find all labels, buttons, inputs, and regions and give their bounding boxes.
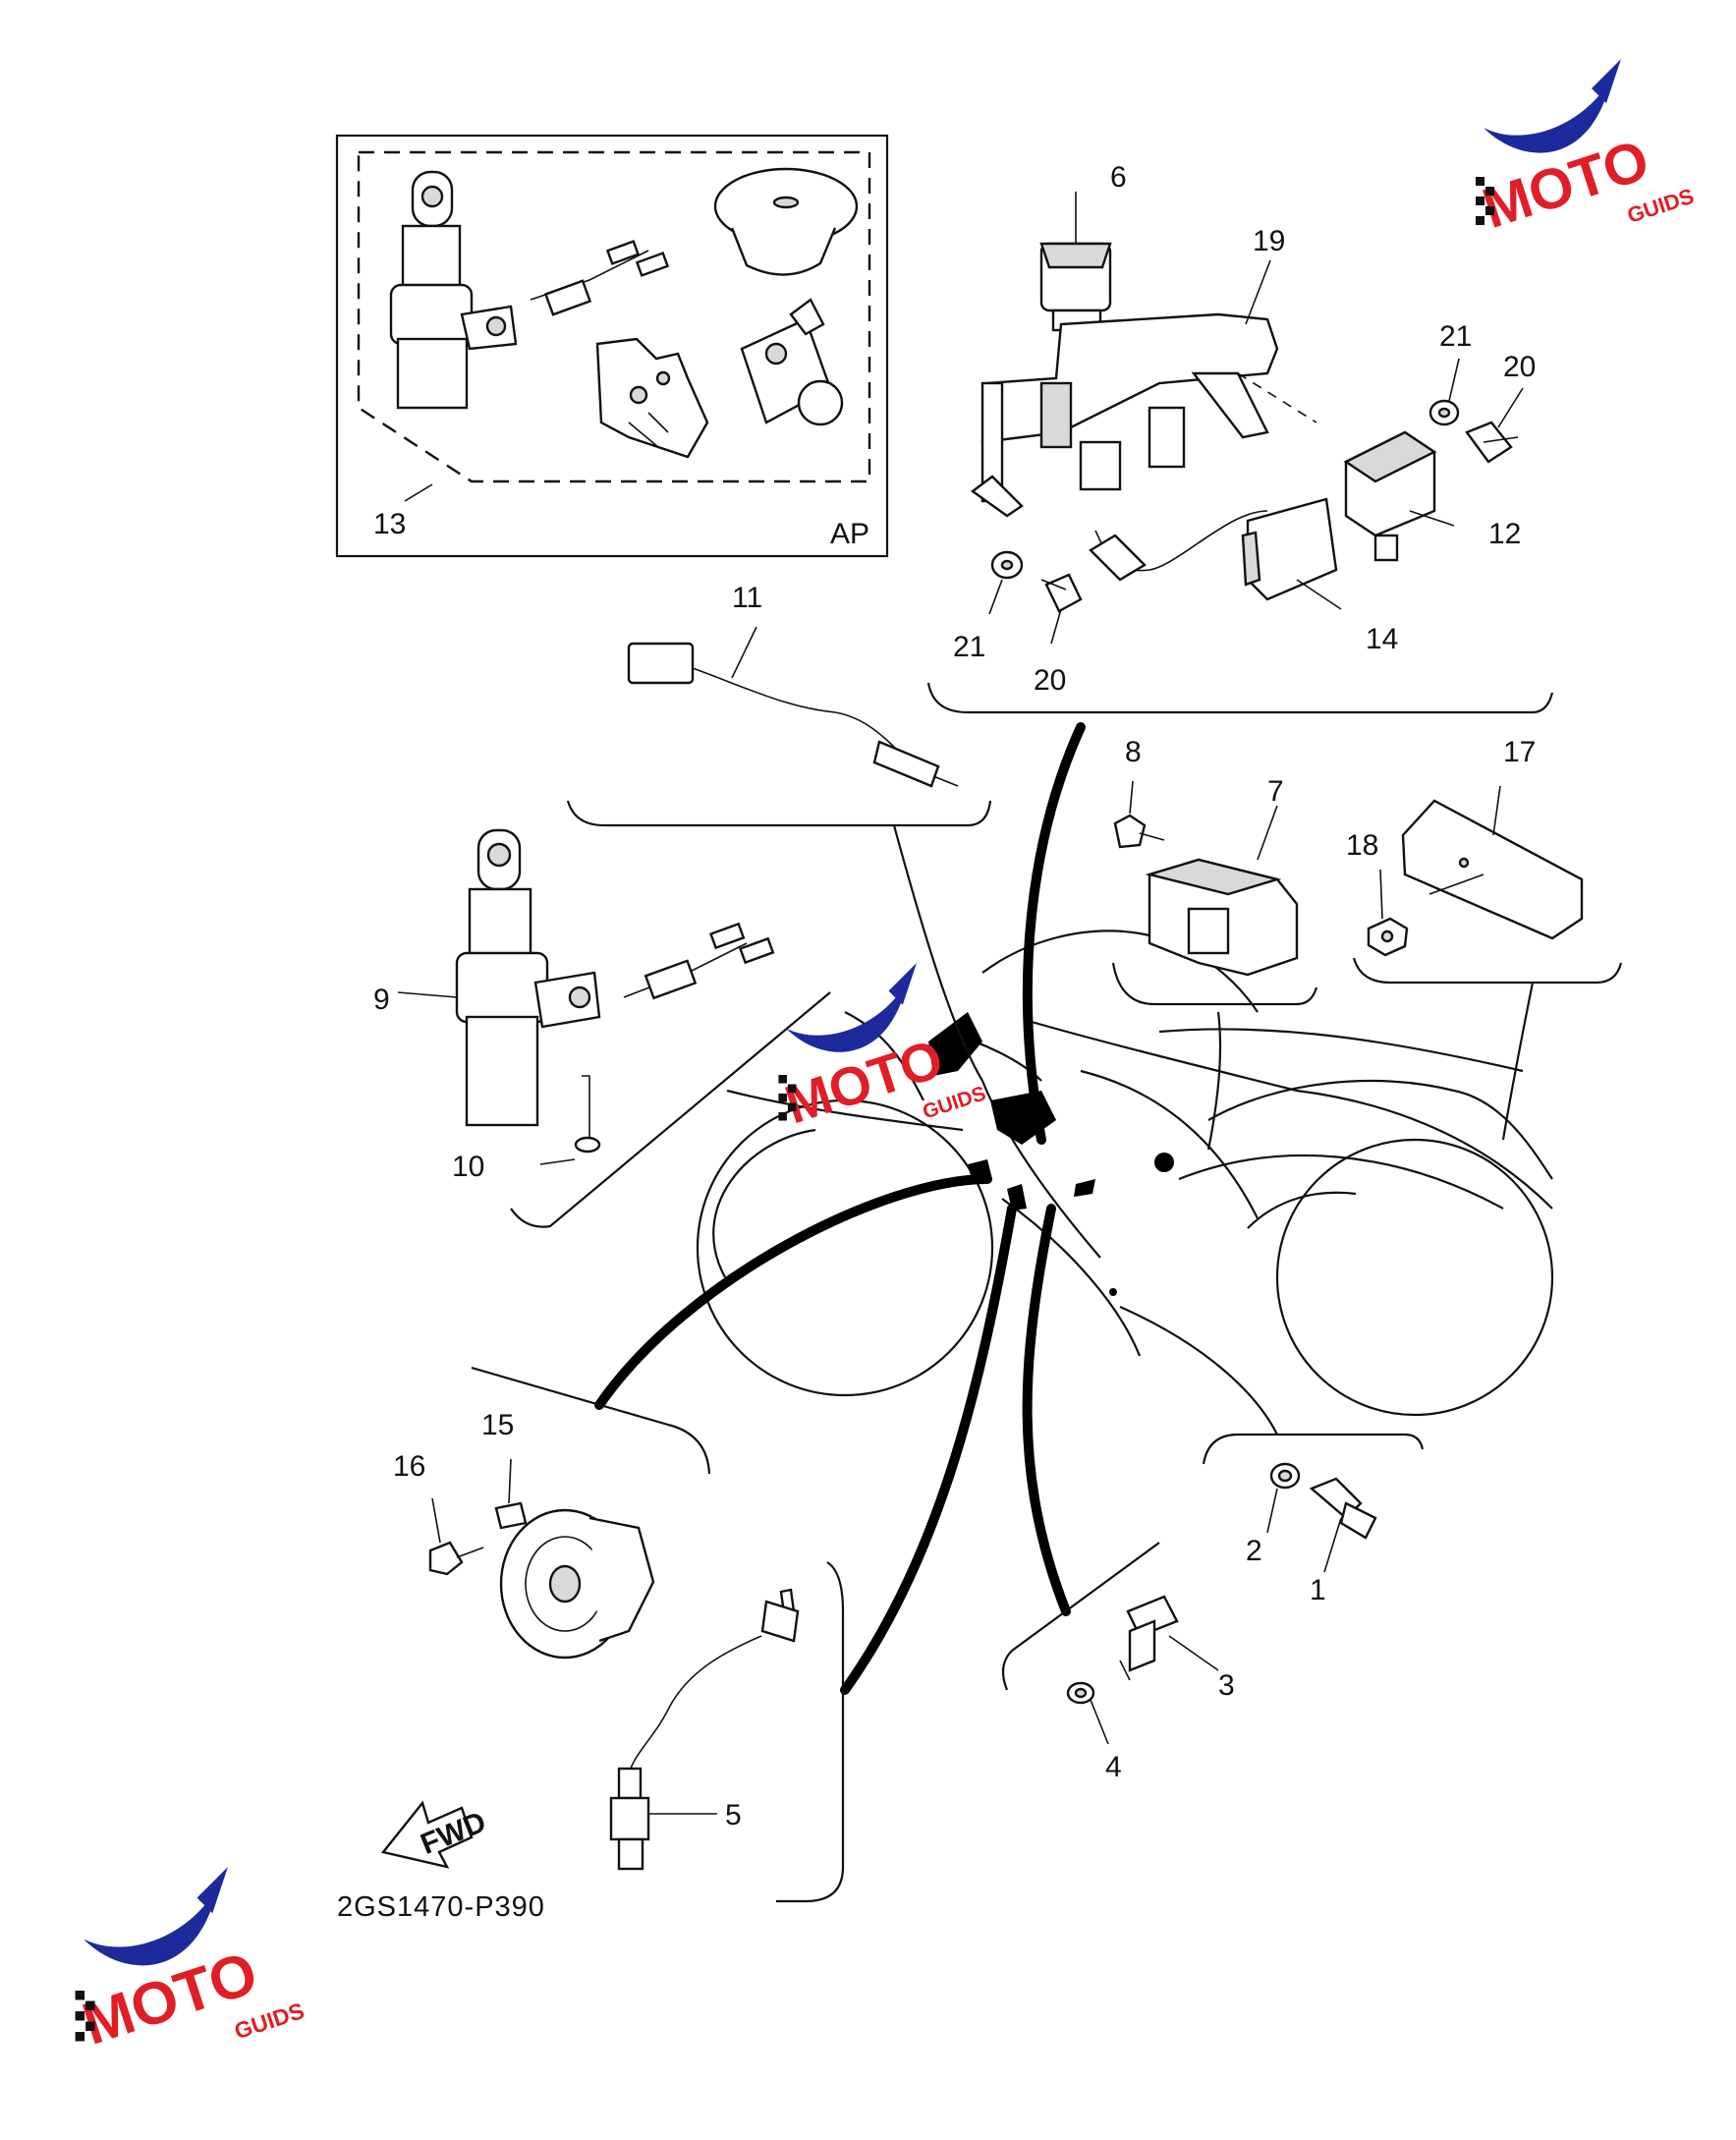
seat-latch-ap-icon bbox=[595, 337, 709, 459]
callout-4: 4 bbox=[1105, 1751, 1122, 1783]
reflector-17-icon bbox=[1401, 799, 1584, 940]
callout-12: 12 bbox=[1488, 518, 1521, 550]
callout-16: 16 bbox=[393, 1450, 425, 1483]
bolt-20-lower-icon bbox=[1040, 573, 1083, 613]
relay-bracket-19-icon bbox=[970, 312, 1317, 582]
callout-11: 11 bbox=[732, 582, 762, 614]
callout-3: 3 bbox=[1218, 1669, 1235, 1702]
ignition-switch-ap-icon bbox=[389, 170, 670, 410]
gasket-4-icon bbox=[1066, 1681, 1095, 1705]
harness-leaders bbox=[594, 722, 1535, 1695]
switch-1-icon bbox=[1309, 1477, 1377, 1540]
nut-18-icon bbox=[1367, 917, 1409, 957]
ap-box bbox=[335, 134, 889, 558]
callout-7: 7 bbox=[1267, 775, 1284, 808]
callout-5: 5 bbox=[725, 1799, 742, 1831]
callout-10: 10 bbox=[452, 1151, 484, 1183]
o2-sensor-5-icon bbox=[609, 1588, 800, 1871]
callout-2: 2 bbox=[1246, 1535, 1262, 1567]
callout-9: 9 bbox=[373, 984, 390, 1016]
callout-18: 18 bbox=[1346, 829, 1378, 862]
callout-1: 1 bbox=[1310, 1574, 1326, 1606]
motorcycle-outline bbox=[696, 929, 1554, 1417]
callout-6: 6 bbox=[1110, 161, 1127, 194]
relay-12-icon bbox=[1343, 430, 1437, 562]
screw-8-icon bbox=[1113, 814, 1165, 849]
sensor-3-icon bbox=[1119, 1595, 1179, 1681]
callout-21-upper: 21 bbox=[1439, 320, 1472, 353]
relay-6-icon bbox=[1039, 242, 1112, 332]
callout-numbers: 1 2 3 4 5 6 7 8 9 10 11 12 13 14 15 16 1… bbox=[337, 161, 1536, 1923]
frame-detail-blobs bbox=[928, 1012, 1174, 1296]
starter-relay-7-icon bbox=[1145, 858, 1299, 977]
front-wheel bbox=[696, 1098, 994, 1397]
callout-13: 13 bbox=[373, 508, 406, 540]
washer-21-lower-icon bbox=[990, 550, 1024, 580]
bolt-20-upper-icon bbox=[1465, 421, 1519, 464]
relay-14-icon bbox=[1241, 497, 1338, 601]
callout-20-lower: 20 bbox=[1034, 664, 1066, 697]
assembly-label-ap: AP bbox=[830, 518, 869, 550]
callout-leaders bbox=[397, 192, 1524, 1815]
callout-19: 19 bbox=[1253, 225, 1285, 257]
callout-21-lower: 21 bbox=[953, 631, 985, 663]
callout-15: 15 bbox=[481, 1409, 514, 1441]
ignition-switch-9-icon bbox=[455, 828, 775, 1127]
drawing-code: 2GS1470-P390 bbox=[337, 1891, 545, 1923]
horn-15-icon bbox=[494, 1501, 655, 1660]
sensor-11-icon bbox=[627, 642, 959, 788]
moto-guids-logo-bottom-left: MOTO GUIDS bbox=[75, 1867, 308, 2057]
gasket-2-icon bbox=[1269, 1462, 1301, 1490]
section-frames bbox=[335, 134, 1623, 1903]
bolt-16-icon bbox=[428, 1541, 484, 1576]
moto-guids-logo-top-right: MOTO GUIDS bbox=[1476, 59, 1697, 241]
fwd-arrow-icon: FWD bbox=[380, 1800, 490, 1869]
fuel-cap-ap-icon bbox=[713, 167, 859, 276]
callout-14: 14 bbox=[1366, 623, 1398, 655]
ap-assembly bbox=[389, 167, 859, 459]
callout-17: 17 bbox=[1503, 736, 1536, 768]
callout-8: 8 bbox=[1125, 736, 1142, 768]
washer-21-upper-icon bbox=[1428, 399, 1460, 426]
callout-20-upper: 20 bbox=[1503, 351, 1536, 383]
screw-10-icon bbox=[574, 1075, 601, 1154]
rear-wheel bbox=[1275, 1138, 1554, 1417]
helmet-lock-ap-icon bbox=[740, 298, 844, 426]
